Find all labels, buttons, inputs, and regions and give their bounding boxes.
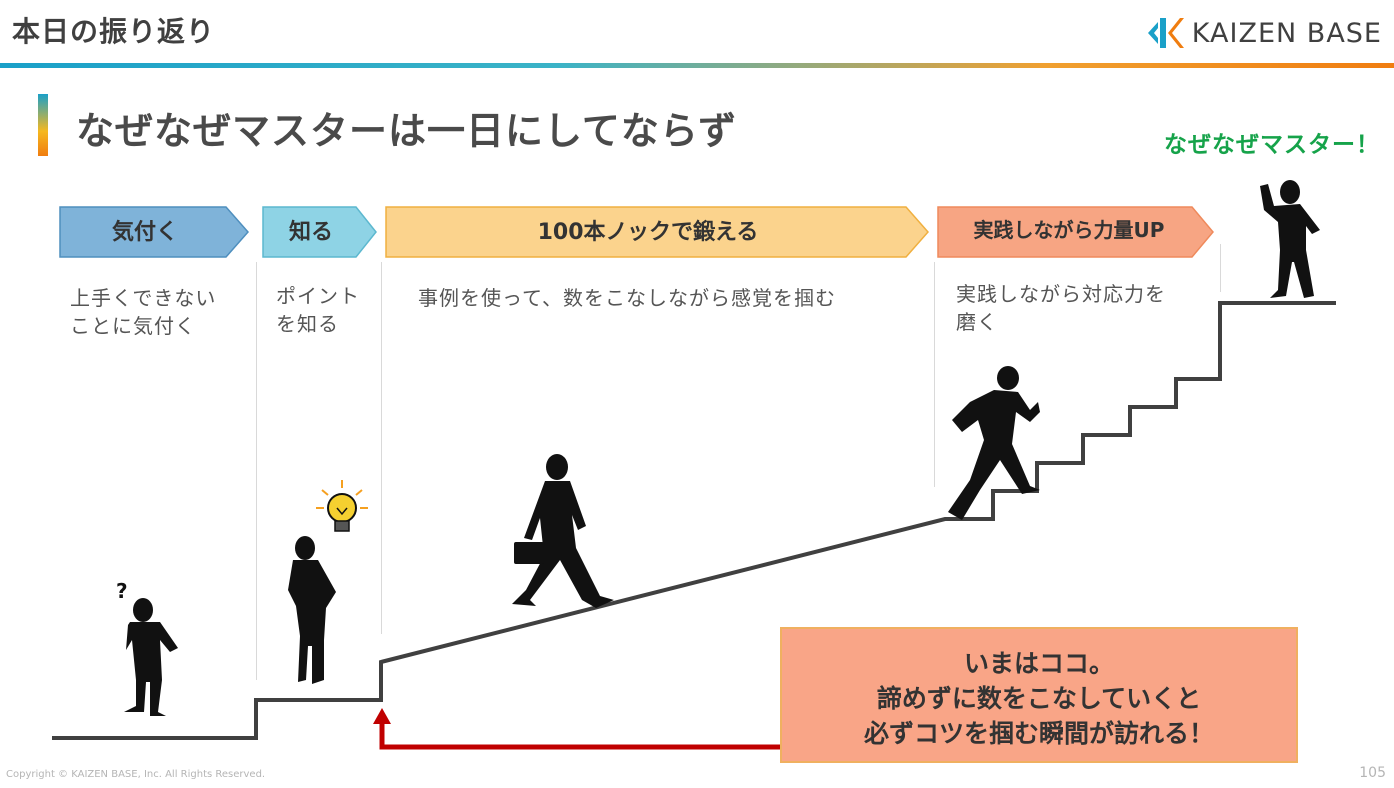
progress-staircase — [52, 301, 1336, 740]
current-position-arrowhead — [373, 708, 391, 724]
stage-description-4: 実践しながら対応力を 磨く — [956, 282, 1166, 334]
callout-line-3: 必ずコツを掴む瞬間が訪れる！ — [863, 719, 1214, 748]
victorious-person-silhouette — [1260, 180, 1320, 298]
stage-label-2: 知る — [288, 220, 333, 245]
stage-arrow-2 — [262, 206, 377, 258]
kaizen-base-logo: KAIZEN BASE — [1144, 14, 1382, 52]
current-position-arrow — [379, 722, 780, 750]
stage-divider-3 — [934, 262, 935, 487]
encouragement-callout: いまはココ。 諦めずに数をこなしていくと 必ずコツを掴む瞬間が訪れる！ — [780, 627, 1298, 763]
walking-businessman-silhouette — [512, 454, 614, 608]
question-mark-icon: ? — [116, 579, 128, 603]
stage-description-2: ポイント を知る — [276, 284, 360, 336]
callout-line-2: 諦めずに数をこなしていくと — [876, 684, 1202, 713]
header-divider — [0, 63, 1394, 68]
stage-description-3: 事例を使って、数をこなしながら感覚を掴む — [418, 286, 836, 310]
page-number: 105 — [1359, 765, 1386, 781]
lightbulb-icon — [316, 480, 368, 532]
copyright-text: Copyright © KAIZEN BASE, Inc. All Rights… — [6, 769, 266, 780]
stage-description-1: 上手くできない ことに気付く — [70, 286, 217, 338]
logo-text: KAIZEN BASE — [1191, 17, 1382, 49]
stage-divider-1 — [256, 262, 257, 680]
header-title: 本日の振り返り — [12, 15, 216, 48]
stage-divider-4 — [1220, 244, 1221, 292]
stage-arrow-3 — [385, 206, 929, 258]
confused-person-silhouette — [124, 598, 178, 716]
slide-title: なぜなぜマスターは一日にしてならず — [76, 109, 738, 153]
stage-label-3: 100本ノックで鍛える — [537, 220, 759, 245]
stage-divider-2 — [381, 262, 382, 634]
callout-line-1: いまはココ。 — [963, 649, 1114, 678]
stage-arrow-4 — [937, 206, 1214, 258]
thinking-person-silhouette — [288, 536, 336, 684]
stage-label-1: 気付く — [111, 220, 178, 245]
kaizen-logo-icon — [1147, 18, 1184, 48]
master-label: なぜなぜマスター！ — [1164, 132, 1380, 158]
stage-arrow-1 — [59, 206, 249, 258]
title-accent-bar — [38, 94, 48, 156]
stage-label-4: 実践しながら力量UP — [973, 218, 1165, 242]
running-businessman-silhouette — [948, 366, 1040, 520]
